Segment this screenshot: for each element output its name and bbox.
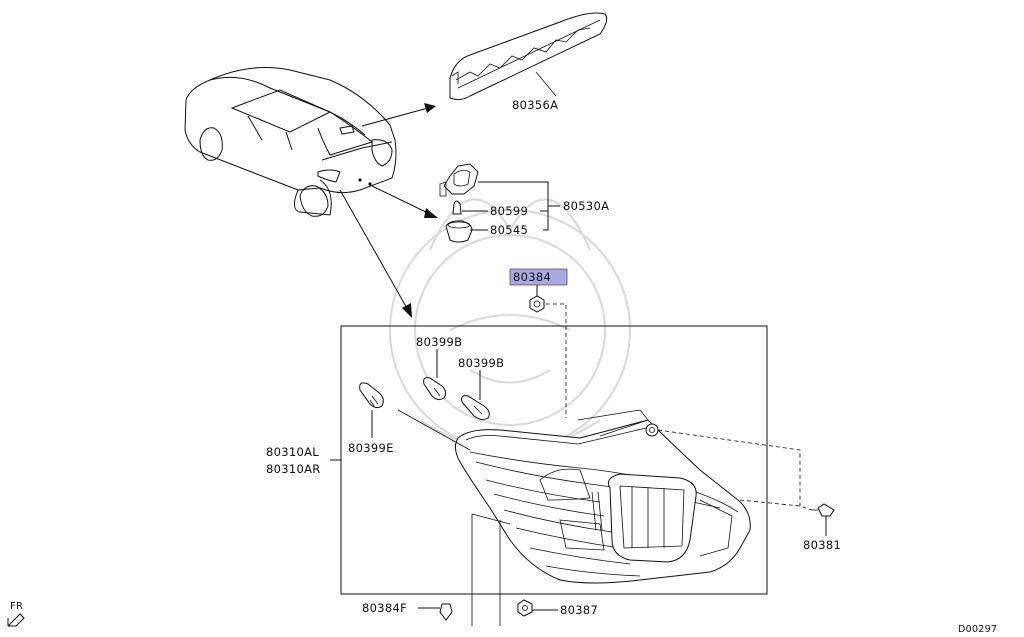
dash-to-80381 [657,429,813,511]
diagram-code: D00297 [958,624,997,635]
clip-80384F [439,603,453,621]
screw-80381 [812,503,835,517]
car-illustration [184,67,397,217]
label-80530A: 80530A [563,199,609,213]
label-80399B-2: 80399B [458,356,504,370]
front-arrow-icon [7,613,25,627]
pointer-arrows [339,103,438,318]
label-80356A: 80356A [512,98,558,112]
highlight-80384 [509,268,568,286]
bulb-80399B-2 [461,395,490,421]
nut-80387 [517,599,533,617]
label-80384[interactable]: 80384 [513,270,551,284]
guide-line-1 [397,409,471,451]
label-80399B-1: 80399B [416,335,462,349]
nut-80384 [529,295,545,313]
high-mount-stop-lamp [449,12,608,101]
label-80381: 80381 [803,538,841,552]
tail-lamp-assembly [454,409,751,584]
label-80387: 80387 [560,603,598,617]
label-80310AL: 80310AL [266,445,319,459]
bulb-80399B-1 [423,377,447,401]
label-80545: 80545 [490,223,528,237]
label-80399E: 80399E [348,441,394,455]
label-80599: 80599 [490,204,528,218]
license-lamp-parts [439,163,479,243]
bulb-80399E [359,382,384,409]
guide-line-2 [471,513,511,626]
label-80310AR: 80310AR [266,462,321,476]
label-80384F: 80384F [362,601,407,615]
label-fr: FR [10,601,23,612]
bracket-80530A [478,181,560,231]
